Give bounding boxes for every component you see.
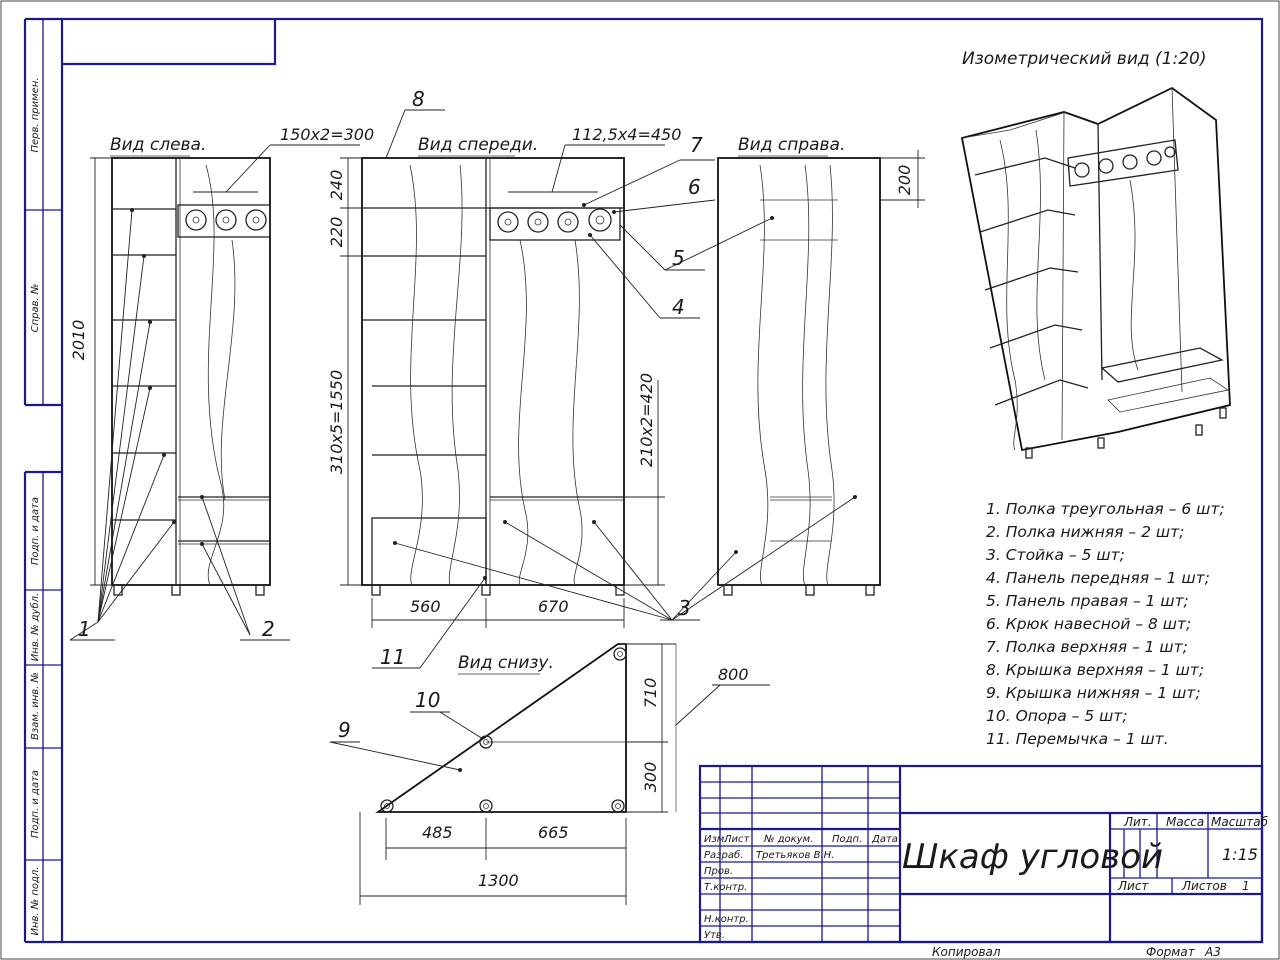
- tb-izm: Изм.: [704, 834, 728, 845]
- dim-485: 485: [422, 823, 453, 842]
- part-3: 3. Стойка – 5 шт;: [986, 546, 1125, 564]
- callout-4: 4: [672, 295, 685, 319]
- front-view-label: Вид спереди.: [418, 135, 538, 155]
- dim-2010: 2010: [69, 320, 88, 361]
- bottom-view-label: Вид снизу.: [458, 653, 554, 673]
- part-9: 9. Крышка нижняя – 1 шт;: [986, 684, 1201, 702]
- part-7: 7. Полка верхняя – 1 шт;: [986, 638, 1188, 656]
- tb-format-value: A3: [1204, 945, 1221, 959]
- callout-10: 10: [415, 688, 440, 712]
- tb-podp: Подп.: [832, 834, 862, 845]
- tb-sheets-value: 1: [1242, 879, 1250, 893]
- right-view-label: Вид справа.: [738, 135, 845, 155]
- dim-665: 665: [538, 823, 569, 842]
- part-11: 11. Перемычка – 1 шт.: [986, 730, 1169, 748]
- stamp-inv-podl: Инв. № подл.: [30, 867, 41, 936]
- tb-format: Формат: [1146, 945, 1196, 959]
- part-4: 4. Панель передняя – 1 шт;: [986, 569, 1210, 587]
- tb-razrab-name: Третьяков В.Н.: [756, 850, 834, 861]
- side-stamp: Перв. примен. Справ. № Подп. и дата Инв.…: [29, 77, 41, 935]
- right-view: Вид справа. 200: [717, 135, 925, 596]
- dim-800: 800: [718, 665, 749, 684]
- title-block: Изм. Лист № докум. Подп. Дата Разраб. Тр…: [698, 764, 1269, 959]
- stamp-vzam-inv: Взам. инв. №: [30, 672, 41, 740]
- part-1: 1. Полка треугольная – 6 шт;: [986, 500, 1225, 518]
- tb-sheets: Листов: [1181, 879, 1227, 893]
- part-6: 6. Крюк навесной – 8 шт;: [986, 615, 1191, 633]
- stamp-sprav-no: Справ. №: [30, 284, 41, 333]
- dim-150x2: 150x2=300: [280, 125, 374, 144]
- dim-710: 710: [641, 678, 660, 709]
- left-view: Вид слева. 2010: [69, 125, 374, 641]
- bottom-view: Вид снизу. 710 300 800 485 665: [329, 643, 770, 905]
- callout-6: 6: [688, 175, 701, 199]
- dim-200: 200: [895, 165, 914, 196]
- callout-3-leaders: [393, 495, 857, 621]
- tb-lit: Лит.: [1123, 815, 1152, 829]
- part-5: 5. Панель правая – 1 шт;: [986, 592, 1189, 610]
- tb-sheet: Лист: [1117, 879, 1149, 893]
- tb-masshtab: Масштаб: [1211, 815, 1269, 829]
- dim-560: 560: [410, 597, 441, 616]
- stamp-inv-dubl: Инв. № дубл.: [29, 593, 41, 661]
- dim-300: 300: [641, 762, 660, 793]
- callout-8: 8: [412, 87, 425, 111]
- dim-210x2: 210x2=420: [637, 373, 656, 467]
- part-8: 8. Крышка верхняя – 1 шт;: [986, 661, 1204, 679]
- callout-1: 1: [78, 617, 91, 641]
- callout-11: 11: [380, 645, 405, 669]
- stamp-podp-data-2: Подп. и дата: [30, 770, 41, 838]
- callout-1-leaders: [69, 208, 176, 641]
- tb-utv: Утв.: [704, 930, 725, 941]
- tb-tkontr: Т.контр.: [704, 882, 747, 893]
- dim-112x4: 112,5x4=450: [572, 125, 681, 144]
- tb-kopiroval: Копировал: [932, 945, 1001, 959]
- tb-prov: Пров.: [704, 866, 733, 877]
- part-10: 10. Опора – 5 шт;: [986, 707, 1128, 725]
- tb-massa: Масса: [1166, 815, 1204, 829]
- dim-310x5: 310x5=1550: [327, 370, 346, 474]
- callout-9: 9: [338, 718, 351, 742]
- dim-670: 670: [538, 597, 569, 616]
- part-2: 2. Полка нижняя – 2 шт;: [986, 523, 1184, 541]
- tb-nkontr: Н.контр.: [704, 914, 749, 925]
- hook-icon: [497, 208, 612, 233]
- drawing-title: Шкаф угловой: [902, 837, 1163, 877]
- dim-240: 240: [327, 170, 346, 201]
- hook-icon: [1074, 146, 1176, 178]
- tb-razrab: Разраб.: [704, 849, 743, 861]
- tb-ndok: № докум.: [763, 834, 813, 845]
- tb-data: Дата: [871, 834, 898, 845]
- dim-220: 220: [327, 217, 346, 248]
- iso-view: Изометрический вид (1:20): [960, 49, 1231, 459]
- front-view: Вид спереди. 240 22: [327, 87, 857, 669]
- tb-list: Лист: [723, 834, 751, 845]
- callout-5: 5: [672, 246, 685, 270]
- callout-2: 2: [262, 617, 275, 641]
- stamp-perv-primen: Перв. примен.: [30, 77, 41, 152]
- hook-icon: [185, 209, 267, 231]
- stamp-podp-data-1: Подп. и дата: [30, 497, 41, 565]
- support-icon: [380, 647, 627, 813]
- iso-view-label: Изометрический вид (1:20): [962, 49, 1206, 69]
- callout-3: 3: [678, 596, 691, 620]
- tb-scale: 1:15: [1222, 845, 1258, 864]
- callout-7: 7: [690, 133, 703, 157]
- dim-1300: 1300: [478, 871, 519, 890]
- parts-list: 1. Полка треугольная – 6 шт; 2. Полка ни…: [986, 500, 1225, 748]
- left-view-label: Вид слева.: [110, 135, 206, 155]
